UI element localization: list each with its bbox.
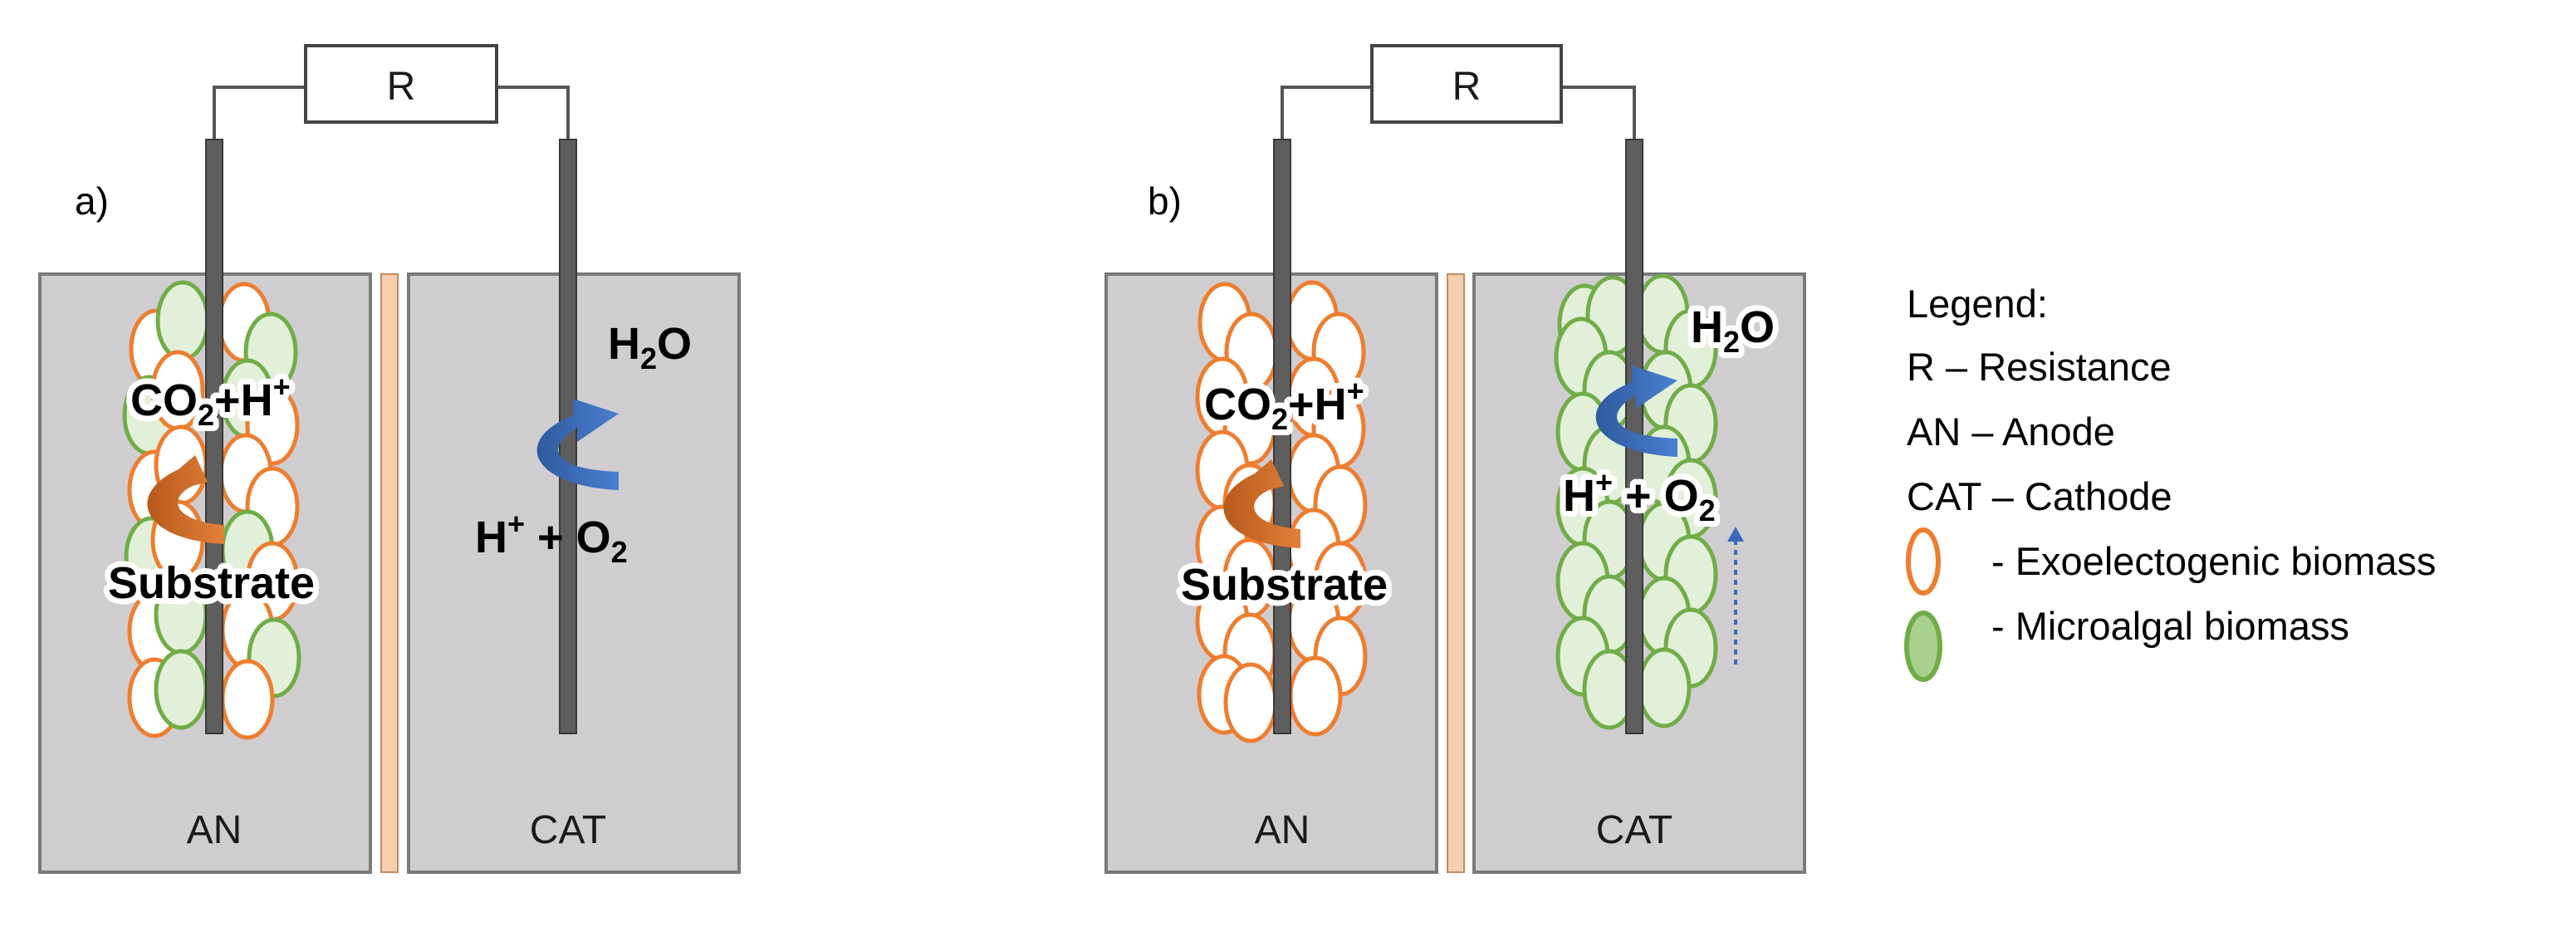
- panel-a-resistor-label: R: [387, 65, 416, 109]
- panel-a-wire-left: [213, 86, 306, 140]
- panel-a-wire-right: [497, 86, 570, 140]
- exo-cell: [1288, 655, 1343, 737]
- anode-h-text: +H: [214, 375, 273, 425]
- exo-biomass-icon: [1906, 527, 1941, 596]
- legend-item-algal-biomass: - Microalgal biomass: [1991, 604, 2349, 648]
- panel-b-wire-left: [1281, 86, 1372, 140]
- legend-item-cathode: CAT – Cathode: [1907, 474, 2172, 518]
- svg-text:H+ + O2: H+ + O2: [1563, 465, 1716, 527]
- panel-b-anode-products: CO2+H+ CO2+H+: [1198, 368, 1370, 442]
- panel-a-anode-electrode: [205, 139, 223, 734]
- exo-cell: [1223, 662, 1278, 743]
- panel-a-anode-products: CO2+H+ CO2+H+: [125, 364, 296, 438]
- algae-cell: [154, 649, 208, 730]
- panel-b-cathode-arrow: [1595, 365, 1677, 457]
- panel-b-anode-arrow: [1223, 459, 1300, 548]
- panel-b-oxygen-arrowhead: [1727, 527, 1744, 542]
- anode-co-sub: 2: [198, 398, 214, 432]
- panel-a-anode-label: AN: [187, 808, 242, 852]
- panel-a-anode-biofilm: [122, 280, 301, 740]
- legend-item-exo-biomass: - Exoelectogenic biomass: [1991, 539, 2436, 583]
- svg-text:Substrate: Substrate: [108, 558, 315, 608]
- algae-cell: [1637, 647, 1692, 728]
- panel-a-anode-arrow: [147, 455, 224, 544]
- panel-b-cathode-reactant: H+ + O2 H+ + O2: [1557, 459, 1721, 533]
- svg-text:Substrate: Substrate: [1181, 560, 1388, 610]
- panel-a-label: a): [75, 179, 109, 223]
- panel-b-cathode-label: CAT: [1596, 808, 1672, 852]
- algal-biomass-icon: [1904, 611, 1942, 682]
- panel-b-cathode-biofilm: [1554, 273, 1718, 730]
- svg-text:H2O: H2O: [1691, 302, 1775, 359]
- panel-b: b) R: [1104, 44, 1806, 874]
- panel-b-resistor-label: R: [1452, 65, 1481, 109]
- legend-title: Legend:: [1907, 282, 2048, 326]
- exo-cell: [220, 659, 275, 740]
- panel-b-wire-right: [1561, 86, 1636, 140]
- panel-a-membrane: [380, 273, 399, 873]
- panel-a: a) R: [38, 44, 741, 874]
- panel-b-anode-reactant: Substrate Substrate: [1175, 554, 1393, 616]
- panel-b-anode-label: AN: [1255, 808, 1310, 852]
- panel-b-anode-electrode: [1273, 139, 1291, 734]
- panel-a-cathode-label: CAT: [530, 808, 606, 852]
- panel-b-label: b): [1148, 179, 1182, 223]
- legend: Legend: R – Resistance AN – Anode CAT – …: [1904, 282, 2436, 682]
- panel-a-anode-reactant: Substrate Substrate: [102, 552, 321, 614]
- panel-a-cathode-product: H2O: [608, 319, 692, 375]
- algae-cell: [155, 280, 210, 361]
- legend-item-resistance: R – Resistance: [1907, 345, 2172, 389]
- svg-text:CO2+H+: CO2+H+: [1204, 374, 1364, 436]
- svg-text:Substrate: Substrate: [1181, 560, 1388, 610]
- panel-b-resistor: [1370, 44, 1563, 124]
- panel-a-cathode-arrow: [536, 399, 619, 490]
- svg-text:CO2+H+: CO2+H+: [130, 370, 291, 432]
- panel-a-resistor: [304, 44, 498, 124]
- panel-b-membrane: [1447, 273, 1465, 873]
- legend-item-anode: AN – Anode: [1907, 410, 2115, 454]
- anode-h-sup: +: [273, 370, 291, 404]
- anode-co-text: CO: [130, 375, 198, 425]
- panel-a-cathode-reactant: H+ + O2: [475, 507, 628, 569]
- anode-substrate-text: Substrate: [108, 558, 315, 608]
